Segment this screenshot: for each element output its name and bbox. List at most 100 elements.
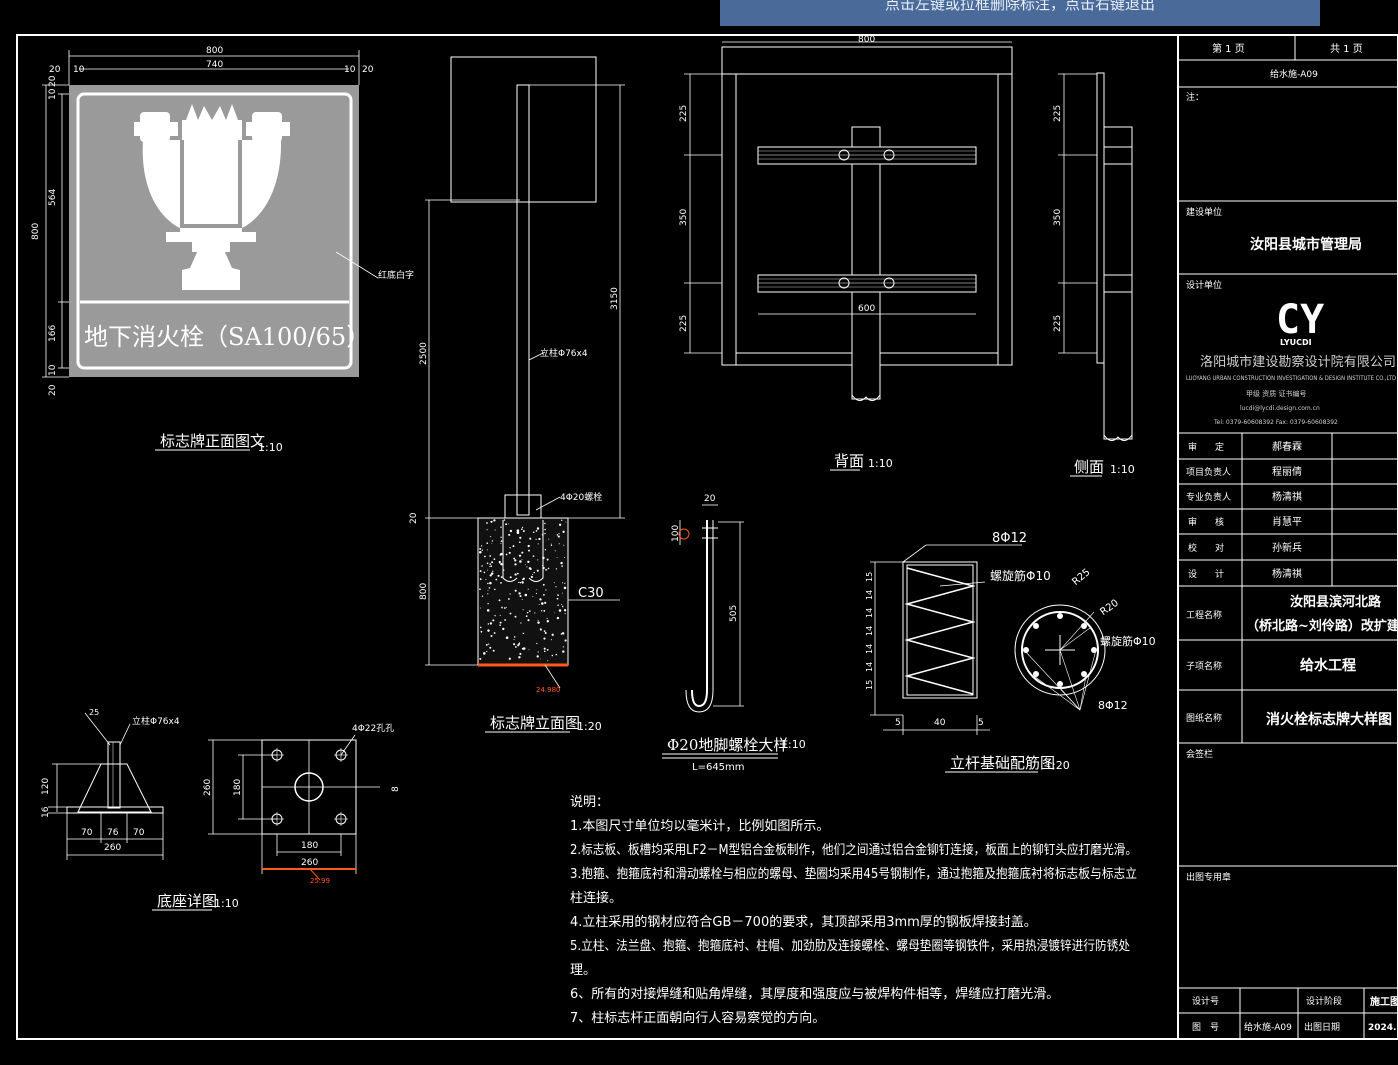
elevation-sign-board [450,56,597,203]
tb-sub: 给水工程 [1300,657,1356,674]
rebar-scale: 1:20 [1045,759,1070,772]
elevation-pole [516,84,530,516]
dim-base-70: 70 [81,828,93,838]
base-weld: 25 [89,708,99,717]
tb-role: 项目负责人 [1186,466,1231,478]
note-line: 柱连接。 [570,890,622,906]
tb-person: 程丽倩 [1272,465,1302,478]
tb-project-label: 工程名称 [1186,609,1222,621]
note-line: 2.标志板、板槽均采用LF2－M型铝合金板制作，他们之间通过铝合金铆钉连接，板面… [570,842,1137,858]
rebar-pitch-label: 14 [865,590,874,600]
tb-notes-label: 注： [1186,91,1204,103]
rebar-bar [1057,681,1063,687]
notes-block: 说明： 1.本图尺寸单位均以毫米计，比例如图所示。 2.标志板、板槽均采用LF2… [570,795,1137,1026]
anchor-caption: Φ20地脚螺栓大样 [667,736,788,754]
company-logo-sub: LYUCDI [1280,338,1312,347]
pipe-label: 立柱Φ76x4 [540,347,588,359]
dim-3150: 3150 [610,287,620,310]
tb-role: 审 核 [1188,516,1224,528]
sign-front-scale: 1:10 [258,441,283,454]
tb-cell: 给水施-A09 [1244,1021,1292,1033]
dim-base-8: 8 [391,786,401,792]
tb-person: 杨清祺 [1272,567,1302,580]
dim-margin: 10 [344,65,356,75]
anchor-length: L=645mm [692,762,745,773]
dim-margin: 10 [48,88,58,100]
dim-sign-inner: 740 [206,60,223,70]
dim-margin: 20 [362,65,374,75]
dim-side-225b: 225 [1053,315,1063,332]
dim-back-225b: 225 [679,315,689,332]
dim-base-180: 180 [301,841,318,851]
dim-base-260: 260 [104,843,121,853]
banner-text: 点击左键或拉框删除标注，点击右键退出 [884,0,1155,13]
dim-back-800: 800 [858,35,875,45]
rebar-bar [1033,623,1039,629]
note-line: 7、柱标志杆正面朝向行人容易察觉的方向。 [570,1010,825,1026]
tb-title-label: 图纸名称 [1186,712,1222,724]
rebar-caption: 立杆基础配筋图 [950,754,1055,772]
tb-company: 洛阳城市建设勘察设计院有限公司 [1200,354,1396,370]
tb-company-info: 甲级 资质 证书编号 [1246,389,1306,398]
dim-side-350: 350 [1053,209,1063,226]
base-caption: 底座详图 [157,892,217,910]
dim-rebar-40: 40 [934,718,946,728]
back-caption: 背面 [834,452,864,470]
dim-base-260v: 260 [203,779,213,796]
anchor-bolt-detail: 20 100 505 Φ20地脚螺栓大样 1:10 L=645mm [662,494,806,773]
tb-designer-label: 设计单位 [1186,279,1222,291]
tb-role: 专业负责人 [1186,491,1231,503]
elevation-view: 3150 2500 20 800 立柱Φ76x4 4Φ20螺栓 C30 24.9… [409,56,625,733]
elevation-caption: 标志牌立面图 [490,714,580,732]
tb-person: 肖慧平 [1272,515,1302,528]
side-caption: 侧面 [1074,458,1104,476]
concrete-texture [479,519,567,662]
dim-base-260b: 260 [301,858,318,868]
tb-role: 审 定 [1188,441,1224,453]
dim-margin: 10 [73,65,85,75]
concrete-label: C30 [578,586,604,601]
base-holes-label: 4Φ22孔孔 [352,723,394,734]
tb-cell: 出图日期 [1304,1021,1340,1033]
dim-margin: 20 [49,65,61,75]
dim-20: 20 [409,512,419,524]
side-view: 225 350 225 侧面 1:10 [1053,72,1135,477]
tb-client: 汝阳县城市管理局 [1250,236,1362,253]
rebar-pitch-label: 14 [865,626,874,636]
tb-person: 孙新兵 [1272,541,1302,554]
rebar-bar [1057,613,1063,619]
note-line: 6、所有的对接焊缝和贴角焊缝，其厚度和强度应与被焊构件相等，焊缝应打磨光滑。 [570,986,1059,1002]
tb-role: 校 对 [1188,542,1224,554]
title-block: 第 1 页 共 1 页 给水施-A09 注： 建设单位 汝阳县城市管理局 设计单… [1178,35,1398,1039]
dim-sign-h564: 564 [48,189,58,206]
dim-base-16: 16 [41,806,51,818]
dim-sign-height: 800 [31,223,41,240]
side-scale: 1:10 [1110,463,1135,476]
dim-sign-h166: 166 [48,325,58,342]
dim-rebar-5: 5 [895,718,901,728]
note-line: 3.抱箍、抱箍底衬和滑动螺栓与相应的螺母、垫圈均采用45号钢制作，通过抱箍及抱箍… [570,866,1137,882]
note-line: 1.本图尺寸单位均以毫米计，比例如图所示。 [570,818,829,834]
tb-cell: 2024.04 [1368,1023,1398,1033]
tb-cell: 图 号 [1192,1022,1219,1033]
tb-cell: 施工图 [1370,995,1398,1008]
sign-text: 地下消火栓（SA100/65） [84,323,370,351]
foundation [477,517,569,666]
dim-2500: 2500 [419,342,429,365]
base-pipe-label: 立柱Φ76x4 [132,715,180,727]
dim-anchor-100: 100 [671,525,681,542]
dim-800: 800 [419,583,429,600]
drawing-frame [16,34,1398,1040]
dim-margin: 20 [48,384,58,396]
dim-anchor-20: 20 [704,494,716,504]
notes-title: 说明： [570,795,609,810]
rebar-top-label: 8Φ12 [992,531,1027,546]
dim-back-600: 600 [858,304,875,314]
tb-total: 共 1 页 [1330,43,1363,55]
dim-base-120: 120 [41,778,51,795]
tb-role: 设 计 [1188,568,1224,580]
tb-project-line2: （桥北路~刘伶路）改扩建工程 [1246,618,1398,634]
tb-person: 郝春霖 [1272,441,1302,453]
rebar-bottom-label: 8Φ12 [1098,699,1128,712]
